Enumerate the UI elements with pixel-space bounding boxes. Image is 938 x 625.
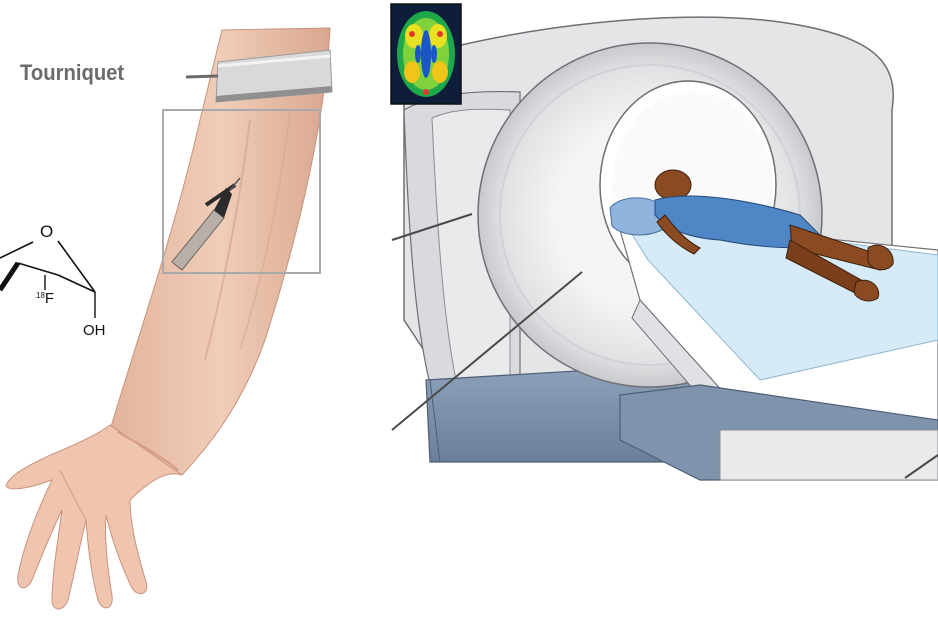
molecule-hydroxyl-label: OH	[83, 322, 106, 339]
tourniquet-pointer-line	[186, 76, 218, 77]
molecule-fluorine-label: 18F	[36, 290, 54, 307]
pet-brain-scan-icon	[391, 4, 461, 104]
pet-scanner	[392, 17, 938, 480]
fluorine-symbol: F	[45, 290, 54, 307]
arm	[6, 28, 330, 609]
molecule-oxygen-label: O	[40, 222, 53, 242]
fluorine-isotope-number: 18	[36, 291, 45, 300]
tourniquet-label: Tourniquet	[20, 60, 124, 86]
